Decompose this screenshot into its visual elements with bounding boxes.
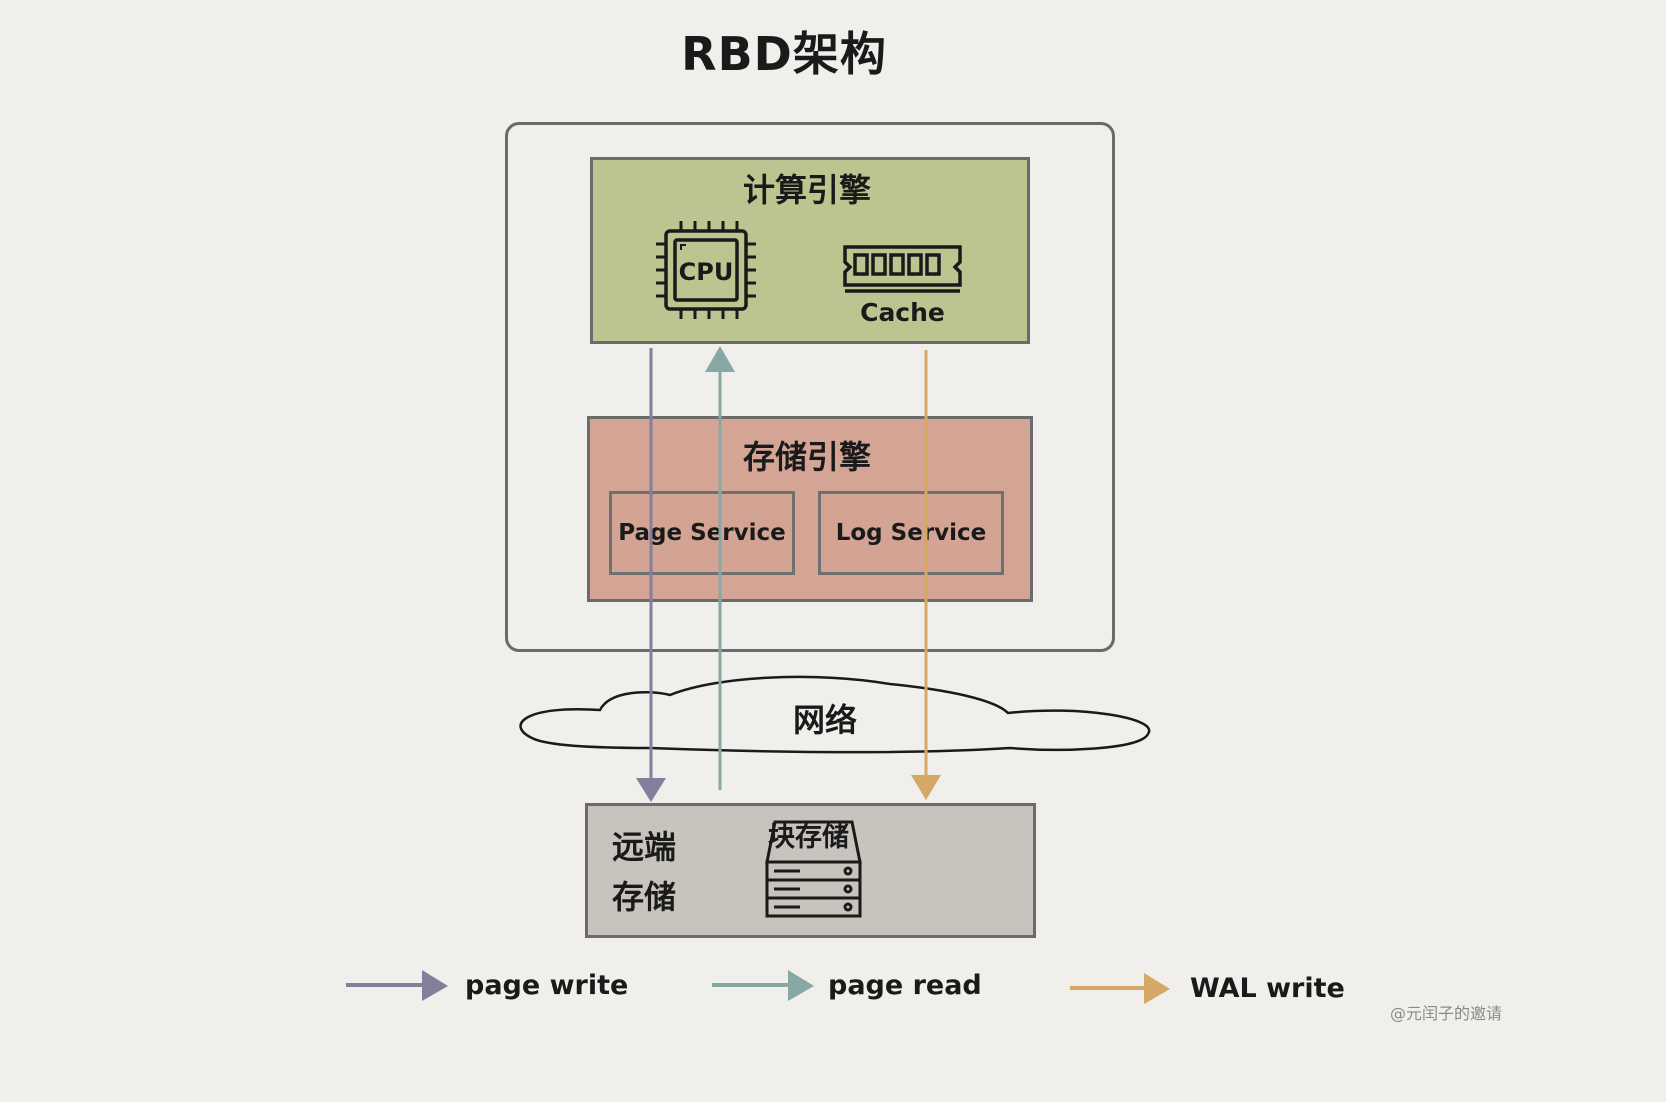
compute-engine-box [590,157,1030,344]
storage-engine-title: 存储引擎 [742,438,871,476]
remote-storage-label-line2: 存储 [612,878,677,916]
server-rack-icon [765,820,862,918]
wal-write-arrow [911,350,941,800]
page-service-box: Page Service [609,491,795,575]
diagram-drawing: CPU [346,221,1170,1004]
legend-page-read-label: page read [828,970,982,1001]
cpu-icon [656,221,756,319]
diagram-title: RBD架构 [681,27,887,81]
compute-engine-title: 计算引擎 [742,171,871,209]
memory-icon [843,245,962,293]
cpu-label: CPU [679,258,734,286]
remote-storage-box [585,803,1036,938]
remote-storage-label-line1: 远端 [612,828,677,866]
network-cloud [519,675,1151,754]
page-write-arrow [636,348,666,802]
legend-wal-write-label: WAL write [1190,973,1345,1004]
log-service-box: Log Service [818,491,1004,575]
author-credit: @元闰子的邀请 [1390,1004,1503,1023]
log-service-label: Log Service [835,520,987,546]
remote-storage-label: 远端 存储 [612,822,692,922]
legend-wal-write-arrow [1070,973,1170,1004]
legend-page-read-arrow [712,970,814,1001]
network-label: 网络 [792,701,857,739]
legend-page-write-label: page write [465,970,629,1001]
database-node-frame [505,122,1115,652]
cache-label: Cache [860,298,945,327]
legend-page-write-arrow [346,970,448,1001]
page-service-label: Page Service [618,520,786,546]
block-storage-label: 块存储 [768,822,849,853]
page-read-arrow [705,346,735,790]
